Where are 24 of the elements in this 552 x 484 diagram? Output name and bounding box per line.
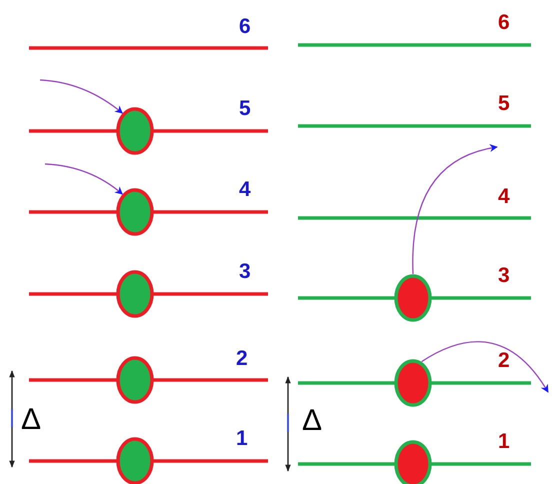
curved-arrow [40, 79, 123, 114]
level-number: 5 [239, 98, 251, 119]
level-number: 2 [498, 350, 510, 371]
level-number: 4 [498, 186, 510, 207]
particle-circle [116, 107, 154, 155]
level-number: 3 [498, 265, 510, 286]
particle-circle [116, 270, 154, 318]
level-number: 2 [236, 348, 248, 369]
curved-arrow [44, 163, 123, 195]
delta-symbol: Δ [21, 405, 42, 435]
delta-symbol: Δ [302, 406, 322, 436]
particle-circle [116, 188, 154, 236]
level-number: 6 [239, 16, 251, 37]
curved-arrow [412, 144, 498, 274]
particle-circle [394, 359, 432, 407]
level-number: 4 [239, 179, 251, 200]
level-number: 1 [498, 431, 510, 452]
level-number: 5 [498, 93, 510, 114]
level-number: 6 [498, 12, 510, 33]
level-number: 3 [239, 261, 251, 282]
level-number: 1 [236, 428, 248, 449]
curved-arrow [421, 341, 548, 393]
particle-circle [394, 274, 432, 322]
particle-circle [116, 356, 154, 404]
